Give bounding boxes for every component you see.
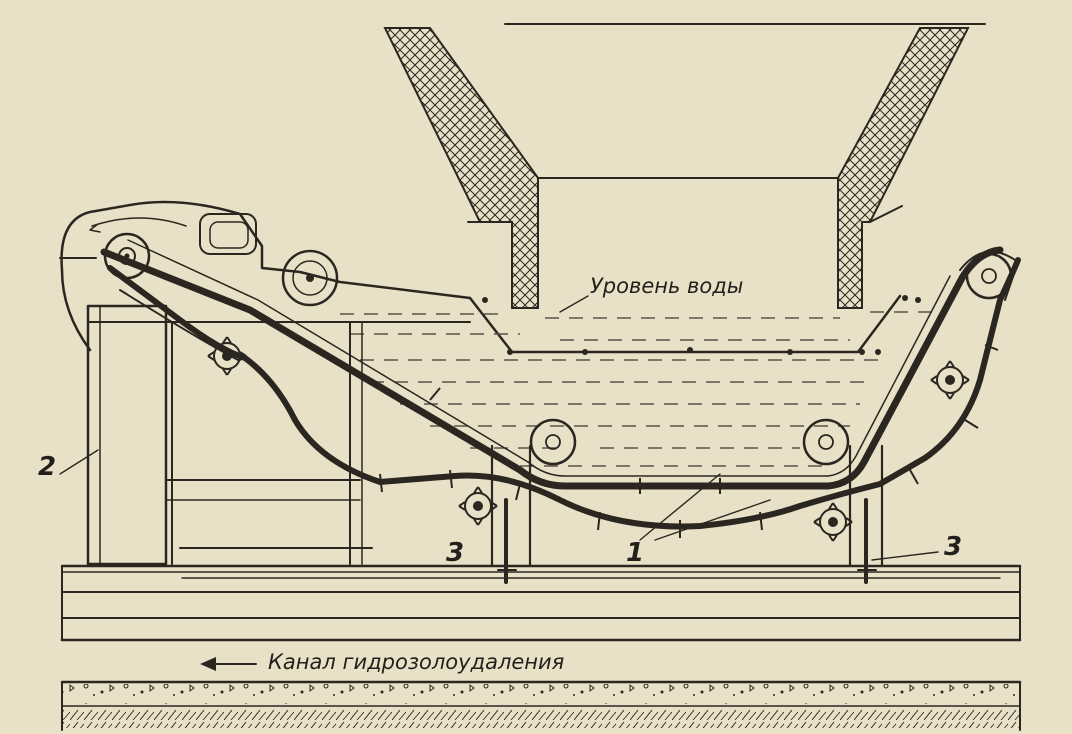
water-surface	[340, 311, 935, 467]
callout-2: 2	[38, 452, 57, 482]
bunker	[383, 23, 986, 309]
water-level-label: Уровень воды	[590, 274, 744, 298]
callout-3-right: 3	[944, 532, 963, 562]
water-bath	[340, 294, 935, 467]
drive-head	[59, 200, 472, 352]
bunker-lining-right	[837, 27, 970, 309]
channel-label: Канал гидрозолоудаления	[268, 650, 565, 674]
ash-particles	[482, 295, 921, 355]
scraper-flights	[379, 344, 999, 538]
support-frame	[86, 304, 471, 566]
gear-icon	[207, 336, 970, 542]
ash-channel	[59, 295, 1022, 731]
bunker-lining-left	[383, 27, 539, 309]
roller-icon	[103, 232, 1019, 466]
arrow-left-icon	[200, 657, 257, 671]
callout-1: 1	[626, 538, 645, 568]
gate-posts	[439, 444, 939, 584]
chain-conveyor	[100, 239, 1021, 541]
callout-3-left: 3	[446, 538, 465, 568]
